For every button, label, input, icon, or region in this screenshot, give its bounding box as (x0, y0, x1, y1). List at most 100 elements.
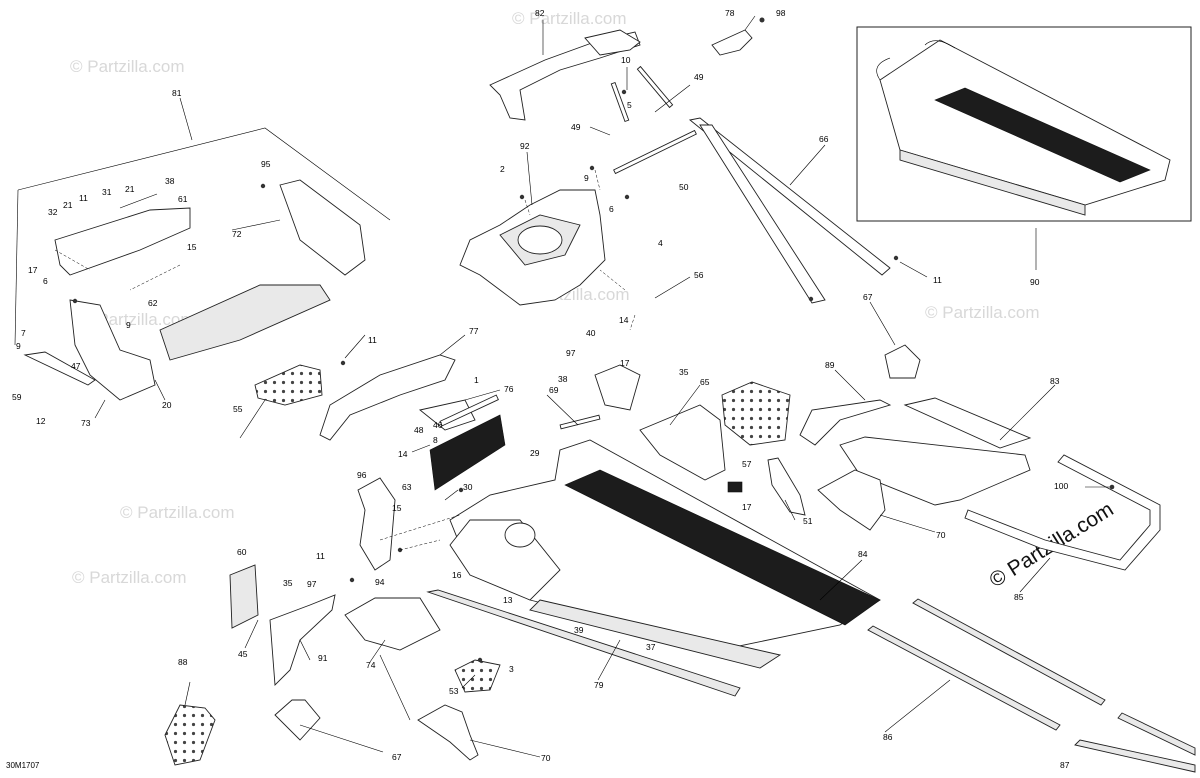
callout-63: 63 (402, 482, 412, 492)
callout-32: 32 (48, 207, 58, 217)
callout-9: 9 (16, 341, 21, 351)
rods-49-50 (610, 65, 697, 175)
callout-53: 53 (449, 686, 459, 696)
callout-14: 14 (619, 315, 629, 325)
callout-89: 89 (825, 360, 835, 370)
tunnel-29-84 (449, 439, 881, 669)
bolt-icon (1109, 484, 1115, 490)
callout-79: 79 (594, 680, 604, 690)
steering-support-82 (489, 29, 641, 121)
callout-46: 46 (433, 420, 443, 430)
callout-59: 59 (12, 392, 22, 402)
callout-35: 35 (679, 367, 689, 377)
lower-brackets (164, 699, 479, 766)
callout-76: 76 (504, 384, 514, 394)
callout-17: 17 (620, 358, 630, 368)
center-right-brackets (594, 364, 806, 516)
callout-1: 1 (474, 375, 479, 385)
callout-62: 62 (148, 298, 158, 308)
callout-98: 98 (776, 8, 786, 18)
callout-15: 15 (187, 242, 197, 252)
watermark: © Partzilla.com (70, 57, 185, 76)
callout-35: 35 (283, 578, 293, 588)
callout-67: 67 (392, 752, 402, 762)
callout-49: 49 (571, 122, 581, 132)
inset-frame-90 (856, 26, 1192, 222)
callout-84: 84 (858, 549, 868, 559)
callout-70: 70 (936, 530, 946, 540)
callout-97: 97 (566, 348, 576, 358)
callout-11: 11 (316, 551, 325, 561)
callout-87: 87 (1060, 760, 1070, 770)
callout-21: 21 (63, 200, 73, 210)
callout-6: 6 (609, 204, 614, 214)
callout-51: 51 (803, 516, 813, 526)
callout-77: 77 (469, 326, 479, 336)
bracket-78 (711, 17, 765, 56)
callout-11: 11 (368, 335, 377, 345)
callout-49: 49 (694, 72, 704, 82)
callout-82: 82 (535, 8, 545, 18)
center-frame-92 (459, 189, 606, 306)
callout-29: 29 (530, 448, 540, 458)
callout-69: 69 (549, 385, 559, 395)
callout-47: 47 (71, 361, 81, 371)
foot-grip-53 (454, 659, 501, 693)
callout-67: 67 (863, 292, 873, 302)
callout-100: 100 (1054, 481, 1068, 491)
callout-40: 40 (586, 328, 596, 338)
callout-38: 38 (558, 374, 568, 384)
callout-57: 57 (742, 459, 752, 469)
callout-2: 2 (500, 164, 505, 174)
callout-92: 92 (520, 141, 530, 151)
callout-50: 50 (679, 182, 689, 192)
callout-9: 9 (126, 320, 131, 330)
rails-86-87 (867, 598, 1196, 773)
callout-88: 88 (178, 657, 188, 667)
callout-4: 4 (658, 238, 663, 248)
callout-91: 91 (318, 653, 328, 663)
leader-lines (94, 15, 1110, 758)
callout-12: 12 (36, 416, 46, 426)
callout-78: 78 (725, 8, 735, 18)
callout-96: 96 (357, 470, 367, 480)
callout-72: 72 (232, 229, 242, 239)
callout-labels: 82 78 98 10 49 5 49 66 92 2 9 50 6 4 56 … (6, 8, 1070, 770)
running-board-79 (426, 589, 741, 697)
callout-66: 66 (819, 134, 829, 144)
rear-bumper-85 (964, 454, 1161, 571)
callout-15: 15 (392, 503, 402, 513)
callout-9: 9 (584, 173, 589, 183)
callout-17: 17 (28, 265, 38, 275)
callout-3: 3 (509, 664, 514, 674)
tunnel-stays-66 (688, 117, 891, 304)
callout-70: 70 (541, 753, 551, 763)
callout-5: 5 (627, 100, 632, 110)
callout-73: 73 (81, 418, 91, 428)
callout-81: 81 (172, 88, 182, 98)
callout-20: 20 (162, 400, 172, 410)
callout-86: 86 (883, 732, 893, 742)
lower-left-parts (229, 477, 441, 687)
callout-11: 11 (933, 275, 942, 285)
watermark: © Partzilla.com (512, 9, 627, 28)
callout-56: 56 (694, 270, 704, 280)
callout-31: 31 (102, 187, 112, 197)
callout-11: 11 (79, 193, 88, 203)
watermark: © Partzilla.com (120, 503, 235, 522)
callout-94: 94 (375, 577, 385, 587)
callout-55: 55 (233, 404, 243, 414)
callout-21: 21 (125, 184, 135, 194)
callout-8: 8 (433, 435, 438, 445)
rod-69 (559, 414, 601, 430)
assembly-lines (54, 169, 636, 551)
callout-17: 17 (742, 502, 752, 512)
diagram-code: 30M1707 (6, 761, 40, 770)
callout-16: 16 (452, 570, 462, 580)
callout-95: 95 (261, 159, 271, 169)
callout-97: 97 (307, 579, 317, 589)
callout-90: 90 (1030, 277, 1040, 287)
callout-61: 61 (178, 194, 188, 204)
callout-45: 45 (238, 649, 248, 659)
